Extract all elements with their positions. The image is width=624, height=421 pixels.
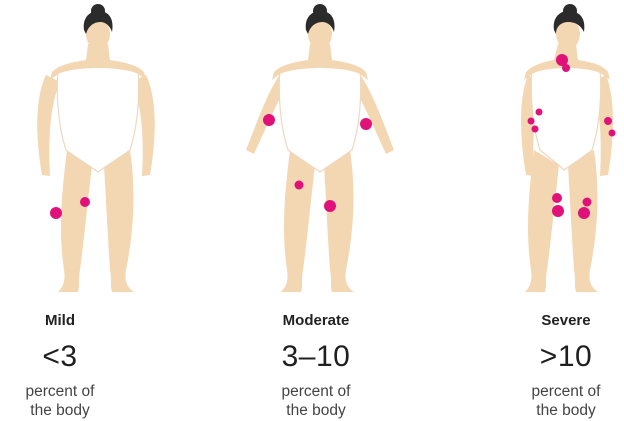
psoriasis-patch-icon <box>536 109 543 116</box>
figure-mild <box>22 0 182 300</box>
description-line2-severe: the body <box>466 401 624 420</box>
psoriasis-patch-icon <box>50 207 62 219</box>
body-silhouette-severe <box>492 0 624 300</box>
description-line1-mild: percent of <box>0 382 160 401</box>
figure-moderate <box>238 0 398 300</box>
psoriasis-patch-icon <box>360 118 372 130</box>
psoriasis-patch-icon <box>604 117 612 125</box>
psoriasis-patch-icon <box>583 198 592 207</box>
psoriasis-patch-icon <box>324 200 336 212</box>
psoriasis-patch-icon <box>609 130 616 137</box>
description-line1-severe: percent of <box>466 382 624 401</box>
range-value-mild: <3 <box>0 340 160 374</box>
range-value-moderate: 3–10 <box>216 340 416 374</box>
range-value-severe: >10 <box>466 340 624 374</box>
psoriasis-patch-icon <box>552 205 564 217</box>
psoriasis-patch-icon <box>552 193 562 203</box>
severity-label-moderate: Moderate <box>216 312 416 329</box>
psoriasis-patch-icon <box>528 118 535 125</box>
figure-severe <box>492 0 624 300</box>
psoriasis-patch-icon <box>295 181 304 190</box>
psoriasis-patch-icon <box>532 126 539 133</box>
description-line2-moderate: the body <box>216 401 416 420</box>
psoriasis-patch-icon <box>80 197 90 207</box>
psoriasis-patch-icon <box>263 114 275 126</box>
body-silhouette-moderate <box>238 0 398 300</box>
body-silhouette-mild <box>22 0 182 300</box>
severity-label-severe: Severe <box>466 312 624 329</box>
description-line1-moderate: percent of <box>216 382 416 401</box>
psoriasis-patch-icon <box>562 64 570 72</box>
psoriasis-patch-icon <box>578 207 590 219</box>
description-line2-mild: the body <box>0 401 160 420</box>
severity-label-mild: Mild <box>0 312 160 329</box>
